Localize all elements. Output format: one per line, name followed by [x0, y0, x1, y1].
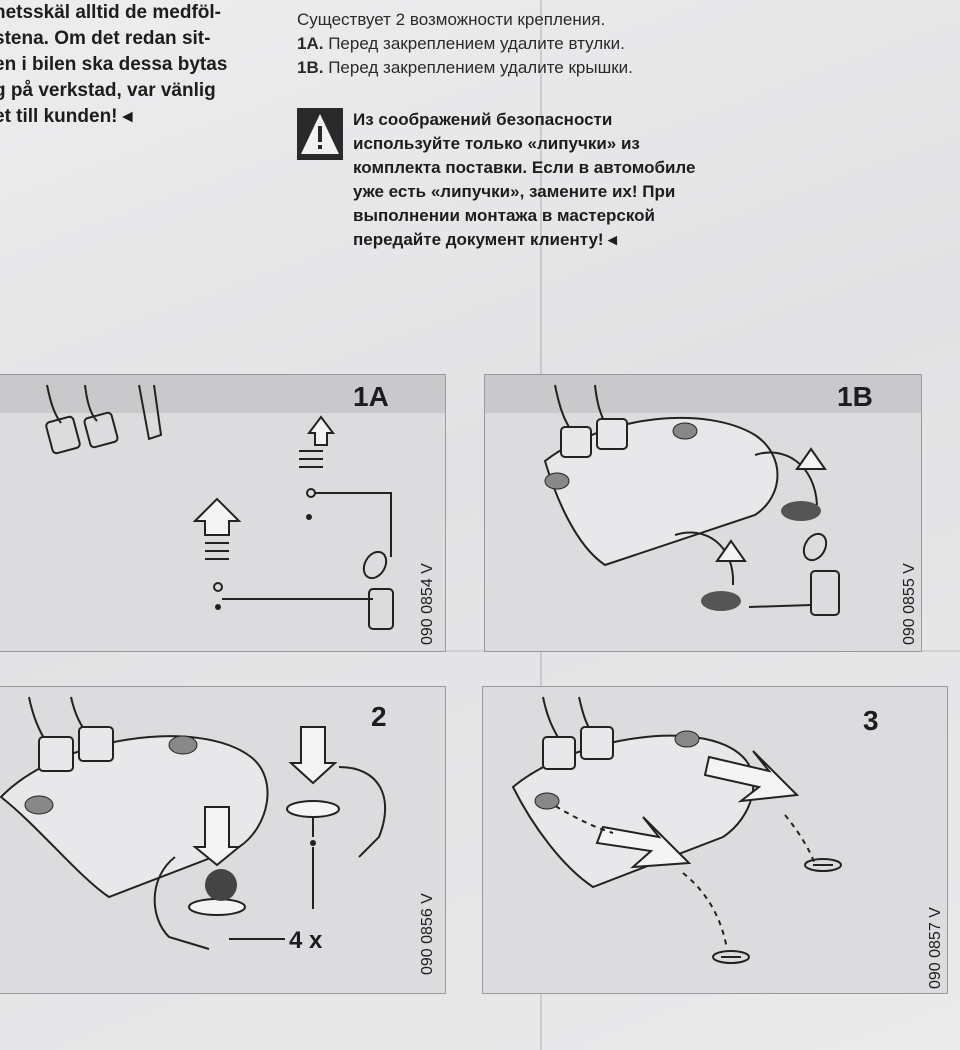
panel-number: 3	[863, 705, 879, 736]
illustration-3	[511, 696, 842, 964]
warning-line: передайте документ клиенту! ◂	[353, 230, 617, 249]
panel-number: 1A	[353, 381, 389, 412]
panel-1b: 1B 090 0855 V	[484, 374, 922, 652]
panel-1a: 1A 090 0854 V	[0, 374, 446, 652]
quantity-label: 4 x	[289, 927, 323, 954]
panel-number: 1B	[837, 381, 873, 412]
swedish-line: en i bilen ska dessa bytas	[0, 54, 228, 75]
warning-line: Из соображений безопасности	[353, 110, 613, 129]
illustration-1a	[45, 384, 394, 630]
swedish-line: et till kunden! ◂	[0, 106, 133, 127]
option-1a: 1A. Перед закреплением удалите втулки.	[297, 32, 633, 56]
russian-options-block: Существует 2 возможности крепления. 1A. …	[297, 8, 633, 80]
panel-header	[0, 375, 445, 413]
warning-line: комплекта поставки. Если в автомобиле	[353, 158, 696, 177]
panel-2: 2 090 0856 V 4 x	[0, 686, 446, 994]
illustration-2	[0, 696, 387, 950]
illustration-1b	[543, 384, 840, 616]
panel-3: 3 090 0857 V	[482, 686, 948, 994]
warning-triangle-icon	[297, 108, 343, 160]
option-text: Перед закреплением удалите крышки.	[328, 58, 633, 77]
warning-line: выполнении монтажа в мастерской	[353, 206, 656, 225]
swedish-line: stena. Om det redan sit-	[0, 28, 211, 49]
warning-text: Из соображений безопасности используйте …	[353, 108, 773, 252]
swedish-line: g på verkstad, var vänlig	[0, 80, 216, 101]
option-text: Перед закреплением удалите втулки.	[328, 34, 625, 53]
russian-intro: Существует 2 возможности крепления.	[297, 10, 606, 29]
option-1b: 1B. Перед закреплением удалите крышки.	[297, 56, 633, 80]
swedish-text-block: netsskäl alltid de medföl- stena. Om det…	[0, 0, 270, 130]
warning-line: используйте только «липучки» из	[353, 134, 640, 153]
option-label: 1A.	[297, 34, 324, 53]
warning-line: уже есть «липучки», замените их! При	[353, 182, 676, 201]
option-label: 1B.	[297, 58, 324, 77]
paper-fold-horizontal	[0, 650, 960, 652]
panel-number: 2	[371, 701, 387, 732]
swedish-line: netsskäl alltid de medföl-	[0, 2, 221, 23]
